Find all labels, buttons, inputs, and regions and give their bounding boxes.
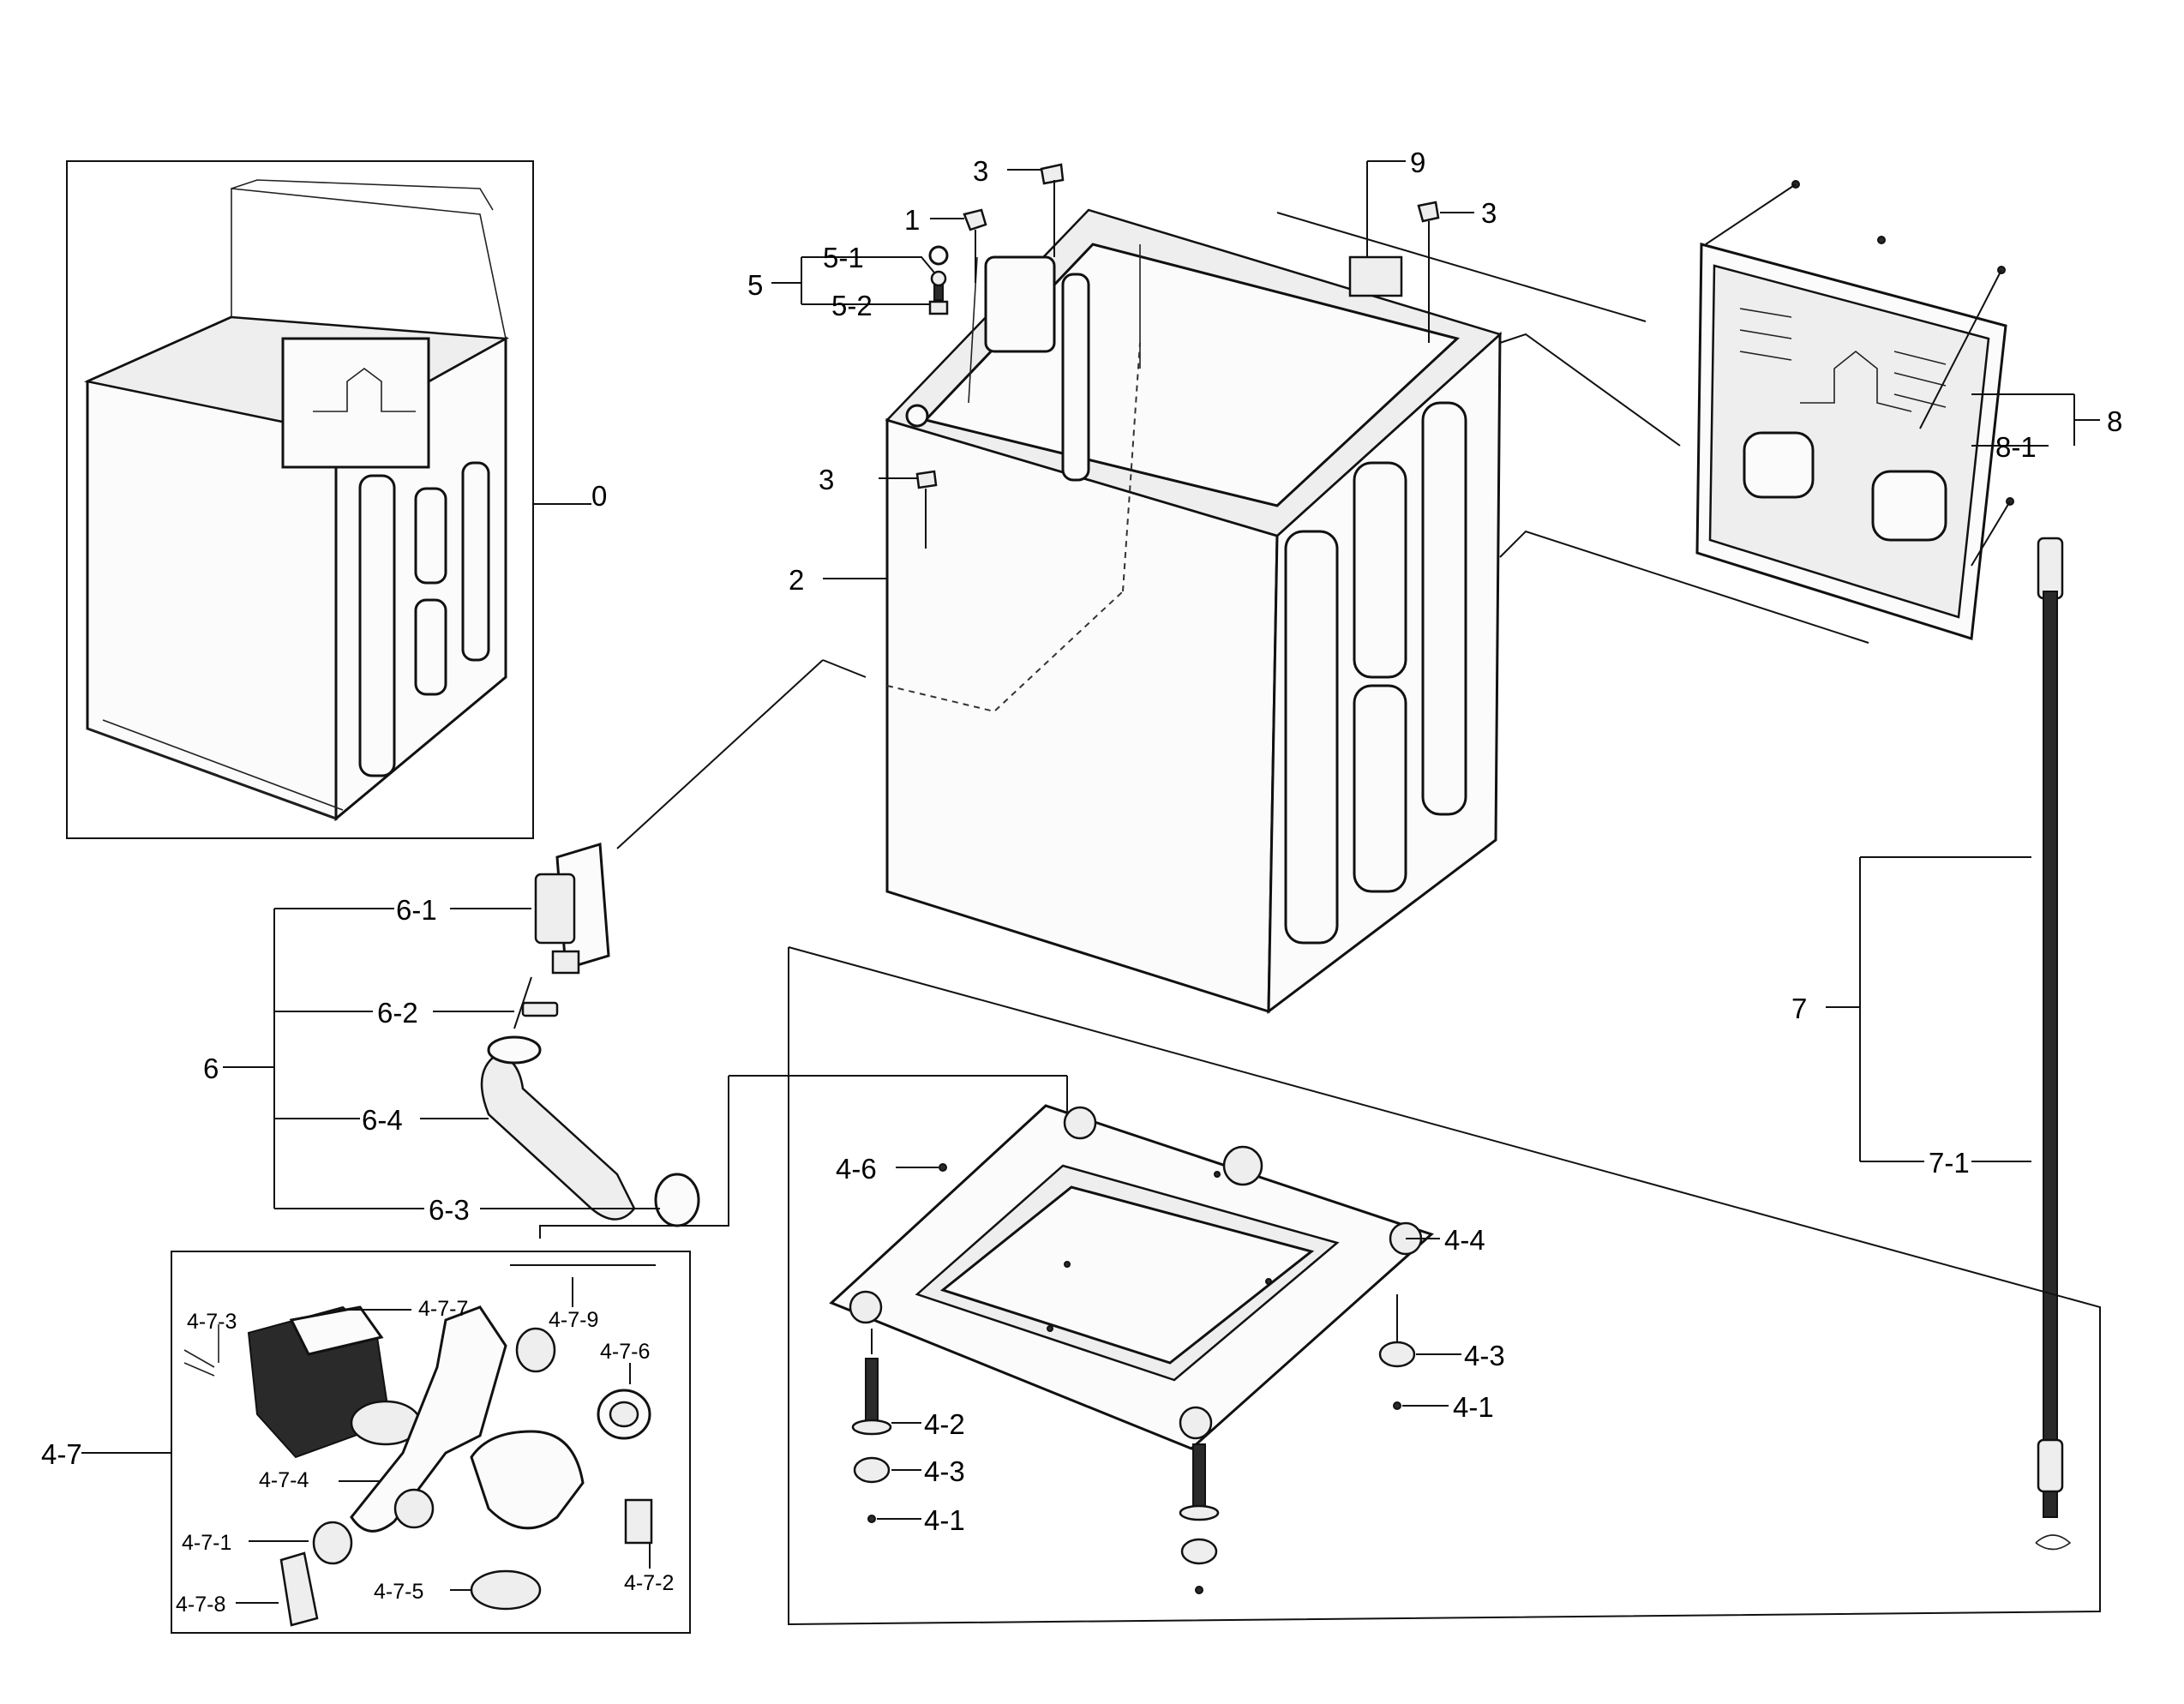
callout-4-7-5: 4-7-5 [374, 1580, 424, 1604]
callout-4-2: 4-2 [924, 1408, 965, 1440]
callout-4-7-9: 4-7-9 [549, 1308, 599, 1332]
screw-5-1 [930, 270, 947, 301]
clip-part-3b [1417, 201, 1440, 223]
leveling-leg-right [1179, 1443, 1220, 1594]
callout-2: 2 [789, 564, 805, 596]
drain-hose-icon [2035, 537, 2072, 1551]
callout-4-6: 4-6 [836, 1153, 877, 1185]
assembled-cabinet-frame [66, 160, 534, 839]
callout-4-7-7: 4-7-7 [418, 1297, 469, 1321]
drain-pump-kit-icon [183, 1305, 653, 1627]
callout-5-1: 5-1 [823, 242, 864, 273]
pump-kit-frame [171, 1251, 691, 1634]
callout-4-7: 4-7 [41, 1438, 82, 1470]
callout-3-right: 3 [1481, 197, 1497, 229]
callout-4-4: 4-4 [1444, 1224, 1485, 1256]
foot-pad-right [1378, 1341, 1416, 1410]
callout-4-7-2: 4-7-2 [624, 1571, 675, 1595]
callout-3-top: 3 [973, 155, 989, 187]
screw-5-2 [928, 300, 949, 315]
clip-part-3a [1040, 163, 1065, 185]
callout-6-4: 6-4 [362, 1104, 403, 1136]
callout-8: 8 [2107, 405, 2123, 437]
callout-5-2: 5-2 [831, 290, 873, 321]
callout-3-left: 3 [819, 464, 835, 495]
callout-4-7-1: 4-7-1 [182, 1531, 232, 1555]
back-panel-icon [1695, 243, 2007, 640]
callout-4-7-8: 4-7-8 [176, 1593, 226, 1617]
cabinet-icon [885, 208, 1503, 1015]
callout-8-1: 8-1 [1995, 431, 2037, 463]
callout-1: 1 [904, 204, 921, 236]
callout-4-3-left: 4-3 [924, 1455, 965, 1487]
callout-4-7-3: 4-7-3 [187, 1310, 237, 1334]
callout-7-1: 7-1 [1929, 1147, 1970, 1179]
leveling-leg-left [851, 1358, 892, 1523]
callout-6-3: 6-3 [429, 1194, 470, 1226]
callout-6-1: 6-1 [396, 894, 437, 926]
cabinet-assembled-icon [83, 179, 510, 822]
callout-6: 6 [203, 1053, 219, 1084]
callout-5: 5 [747, 269, 764, 301]
clip-part-1 [963, 208, 987, 231]
callout-4-1-left: 4-1 [924, 1504, 965, 1536]
clip-part-3c [915, 470, 938, 489]
callout-0: 0 [591, 480, 608, 512]
callout-9: 9 [1410, 147, 1426, 178]
callout-4-7-6: 4-7-6 [600, 1340, 651, 1364]
base-frame-icon [829, 1104, 1434, 1450]
callout-4-3-right: 4-3 [1464, 1340, 1505, 1371]
callout-4-1-right: 4-1 [1453, 1391, 1494, 1423]
callout-6-2: 6-2 [377, 997, 418, 1029]
callout-7: 7 [1791, 993, 1808, 1024]
callout-4-7-4: 4-7-4 [259, 1468, 309, 1492]
hose-assembly-icon [480, 843, 700, 1227]
